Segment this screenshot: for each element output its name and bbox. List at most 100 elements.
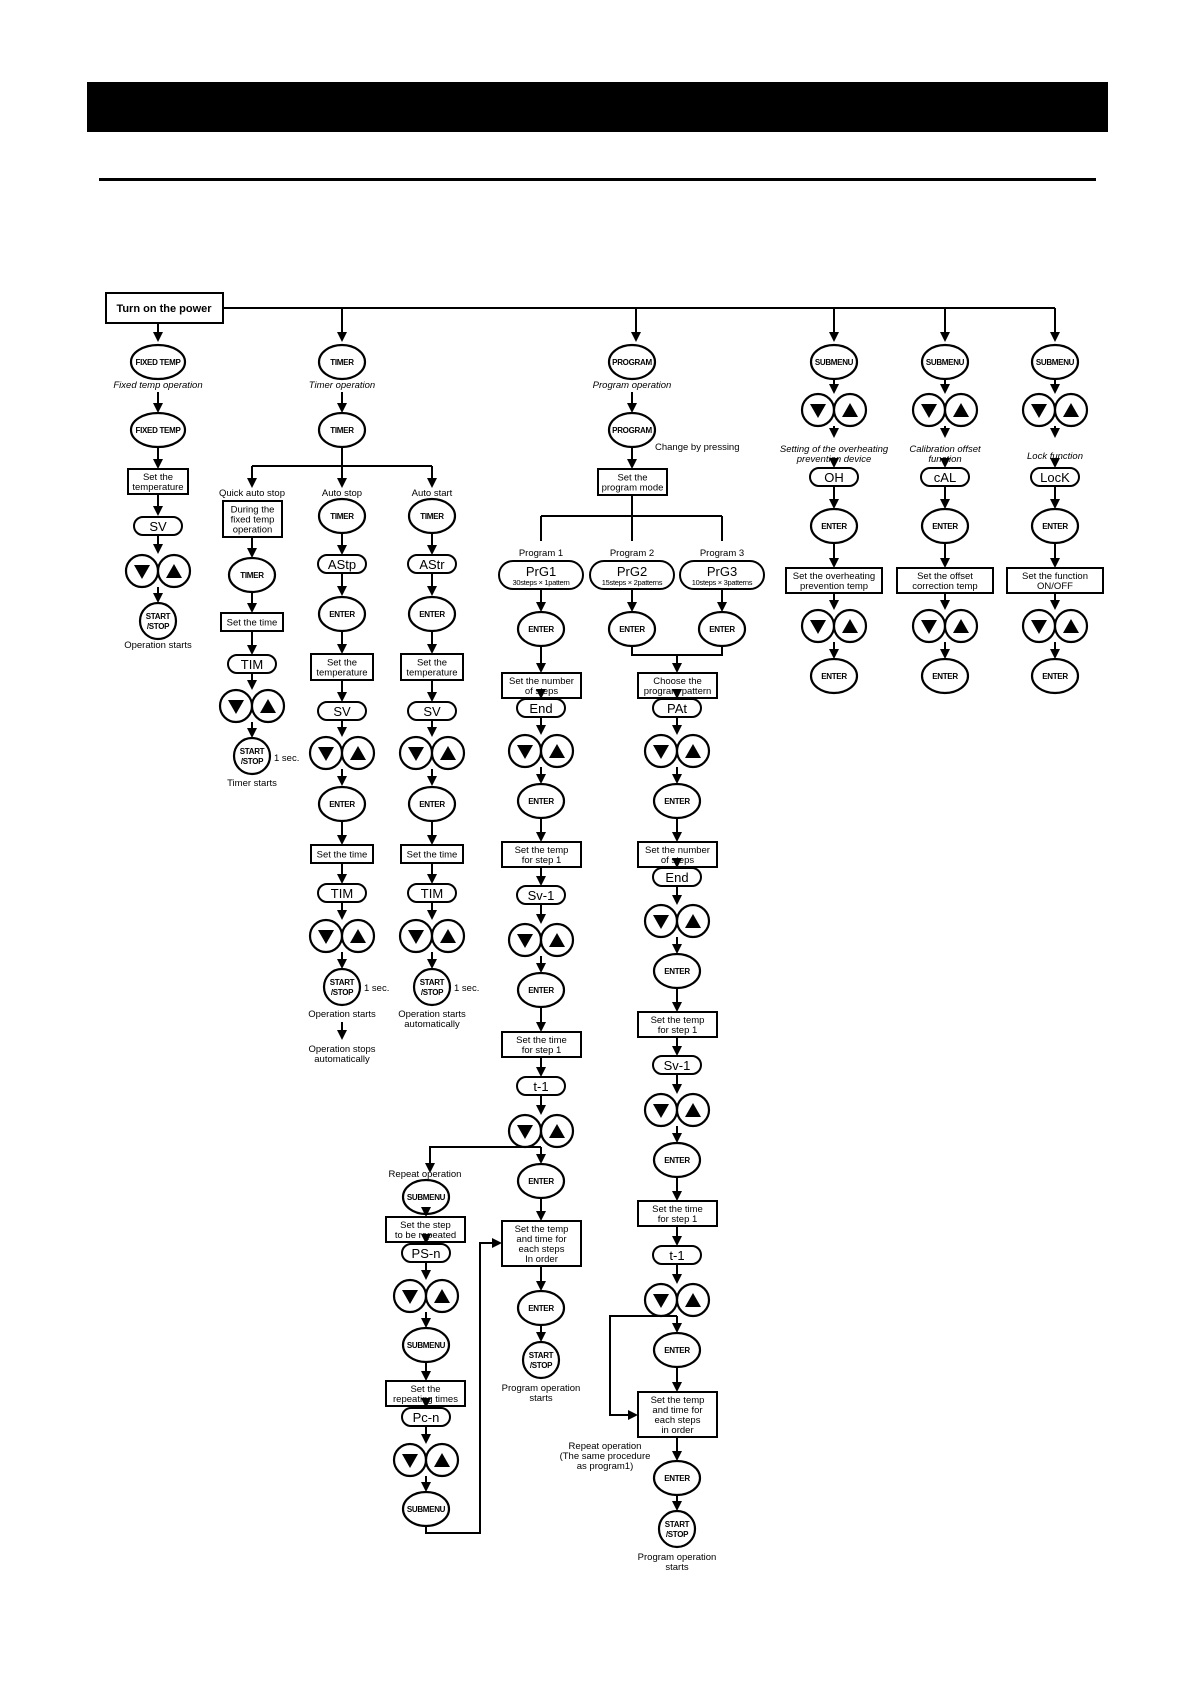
arrow-head <box>672 774 682 784</box>
arrow-head <box>427 727 437 737</box>
start-stop-label: /STOP <box>666 1530 689 1539</box>
arrow-head <box>1050 428 1060 438</box>
arrow-head <box>427 959 437 969</box>
set-temp-time-order-box-text: and time for <box>652 1405 702 1416</box>
arrow-head <box>337 692 347 702</box>
display-value: t-1 <box>669 1248 684 1263</box>
arrow-head <box>153 544 163 554</box>
submenu-button-label: SUBMENU <box>407 1341 446 1350</box>
display-readout: Pc-n <box>401 1407 451 1427</box>
display-readout: OH <box>809 467 859 487</box>
enter-button: ENTER <box>652 782 702 820</box>
up-down-keys <box>800 608 868 644</box>
repeat-operation-label-line: Repeat operation <box>569 1441 642 1452</box>
timer-button: TIMER <box>227 556 277 594</box>
enter-button: ENTER <box>652 1141 702 1179</box>
display-value: OH <box>824 470 844 485</box>
arrow-head <box>940 458 950 468</box>
program-button: PROGRAM <box>607 343 657 381</box>
set-step-repeated-box-text: Set the step <box>400 1220 451 1231</box>
arrow-head <box>672 895 682 905</box>
up-arrow-icon <box>350 929 366 943</box>
enter-button-label: ENTER <box>664 1156 690 1165</box>
arrow-head <box>536 663 546 673</box>
display-readout: PS-n <box>401 1243 451 1263</box>
arrow-head <box>337 727 347 737</box>
arrow-head <box>421 1207 431 1217</box>
up-arrow-icon <box>260 699 276 713</box>
arrow-head <box>536 832 546 842</box>
sub2-set-box-text: Set the offset <box>917 571 973 582</box>
down-arrow-icon <box>402 1454 418 1468</box>
set-time-box-text: Set the time <box>227 618 278 629</box>
arrow-head <box>153 403 163 413</box>
down-arrow-icon <box>810 620 826 634</box>
arrow-head <box>829 558 839 568</box>
set-temp-step1-box-text: for step 1 <box>658 1025 698 1036</box>
fixed-button-outline <box>129 343 187 381</box>
arrow-head <box>1050 600 1060 610</box>
program-name: PrG3 <box>707 564 737 579</box>
arrow-head <box>1050 384 1060 394</box>
submenu-button: SUBMENU <box>401 1326 451 1364</box>
arrow-head <box>1050 458 1060 468</box>
timer-button-outline <box>317 343 367 381</box>
arrow-head <box>1050 649 1060 659</box>
up-arrow-icon <box>166 564 182 578</box>
sub2-set-box-text: correction temp <box>912 581 977 592</box>
display-readout: t-1 <box>516 1076 566 1096</box>
set-temp-time-order-box-text: Set the temp <box>515 1224 569 1235</box>
up-down-keys <box>643 1092 711 1128</box>
auto-stop-title: Auto stop <box>322 488 362 499</box>
up-arrow-icon <box>1063 619 1079 633</box>
start-stop-button-outline <box>521 1340 561 1380</box>
arrow-head <box>337 835 347 845</box>
set-time-step1-box <box>501 1031 582 1058</box>
start-stop-button-outline <box>232 736 272 776</box>
start-stop-button: START/STOP <box>322 967 362 1007</box>
arrow-head <box>153 332 163 342</box>
arrow-head <box>427 835 437 845</box>
up-down-keys <box>1021 392 1089 428</box>
up-down-keys <box>643 903 711 939</box>
up-arrow-icon <box>440 746 456 760</box>
arrow-head <box>672 725 682 735</box>
up-arrow-icon <box>549 1124 565 1138</box>
arrow-head <box>672 689 682 699</box>
arrow-head <box>631 332 641 342</box>
display-value: cAL <box>934 470 956 485</box>
set-temp-time-order-box-text: in order <box>661 1425 693 1436</box>
arrow-head <box>421 1398 431 1408</box>
enter-button-label: ENTER <box>1042 672 1068 681</box>
set-temperature-box-text: temperature <box>406 668 457 679</box>
program-button-label: PROGRAM <box>612 426 652 435</box>
display-readout: End <box>652 867 702 887</box>
down-arrow-icon <box>921 404 937 418</box>
program-capacity: 10steps × 3patterns <box>692 578 753 587</box>
arrow-head <box>421 1434 431 1444</box>
operation-stops-label-line: Operation stops <box>308 1044 375 1055</box>
arrow-head <box>153 506 163 516</box>
display-value: TIM <box>241 657 263 672</box>
submenu-button: SUBMENU <box>1030 343 1080 381</box>
display-readout: Sv-1 <box>652 1055 702 1075</box>
operation-starts-label: Operation starts <box>124 640 192 651</box>
start-stop-label: /STOP <box>241 757 264 766</box>
start-stop-label: START <box>240 747 265 756</box>
arrow-head <box>247 645 257 655</box>
up-arrow-icon <box>685 914 701 928</box>
down-arrow-icon <box>653 1104 669 1118</box>
enter-button-label: ENTER <box>821 522 847 531</box>
down-arrow-icon <box>517 934 533 948</box>
program-2-title: Program 2 <box>610 548 654 559</box>
enter-button-outline <box>1030 657 1080 695</box>
connector-line <box>425 1242 494 1534</box>
arrow-head <box>536 1154 546 1164</box>
arrow-head <box>940 428 950 438</box>
up-down-keys <box>507 1113 575 1149</box>
down-arrow-icon <box>402 1290 418 1304</box>
header-banner <box>87 82 1108 132</box>
